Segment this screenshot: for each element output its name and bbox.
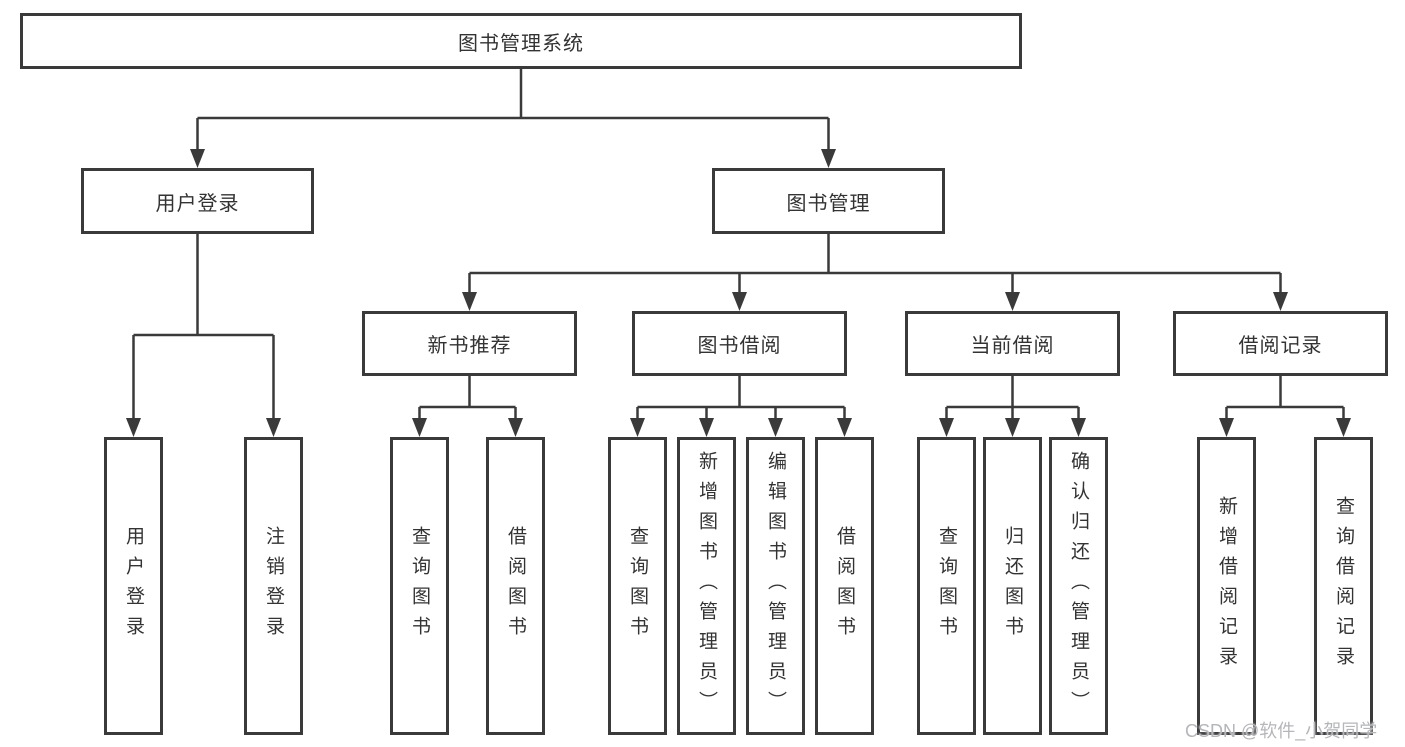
leaf-user-login: 用户登录 — [104, 437, 163, 735]
node-book-borrowing: 图书借阅 — [632, 311, 847, 376]
leaf-logout: 注销登录 — [244, 437, 303, 735]
leaf-logout-label: 注销登录 — [263, 526, 284, 646]
node-current-borrowing-label: 当前借阅 — [970, 335, 1055, 357]
leaf-query-borrow-record-label: 查询借阅记录 — [1333, 496, 1354, 676]
node-user-login-label: 用户登录 — [155, 192, 240, 215]
node-user-login: 用户登录 — [81, 168, 314, 234]
node-book-management-label: 图书管理 — [786, 192, 871, 215]
node-borrowing-records: 借阅记录 — [1173, 311, 1388, 376]
leaf-return-books-label: 归还图书 — [1002, 526, 1023, 646]
leaf-user-login-label: 用户登录 — [123, 526, 144, 646]
leaf-current-query-books: 查询图书 — [917, 437, 976, 735]
node-new-book-recommend: 新书推荐 — [362, 311, 577, 376]
leaf-confirm-return-admin: 确认归还（管理员） — [1049, 437, 1108, 735]
leaf-add-books-admin: 新增图书（管理员） — [677, 437, 736, 735]
arrowheads — [126, 149, 1351, 437]
leaf-recommend-query-books-label: 查询图书 — [409, 526, 430, 646]
node-borrowing-records-label: 借阅记录 — [1238, 335, 1323, 357]
leaf-edit-books-admin: 编辑图书（管理员） — [746, 437, 805, 735]
leaf-confirm-return-admin-label: 确认归还（管理员） — [1068, 451, 1089, 721]
leaf-recommend-query-books: 查询图书 — [390, 437, 449, 735]
node-book-management: 图书管理 — [712, 168, 945, 234]
leaf-borrow-books: 借阅图书 — [815, 437, 874, 735]
leaf-edit-books-admin-label: 编辑图书（管理员） — [765, 451, 786, 721]
leaf-recommend-borrow-books: 借阅图书 — [486, 437, 545, 735]
node-root-system: 图书管理系统 — [20, 13, 1022, 69]
leaf-recommend-borrow-books-label: 借阅图书 — [505, 526, 526, 646]
leaf-add-books-admin-label: 新增图书（管理员） — [696, 451, 717, 721]
leaf-add-borrow-record-label: 新增借阅记录 — [1216, 496, 1237, 676]
leaf-borrowing-query-books: 查询图书 — [608, 437, 667, 735]
csdn-watermark: CSDN @软件_小贺同学 — [1185, 721, 1378, 741]
leaf-borrow-books-label: 借阅图书 — [834, 526, 855, 646]
leaf-borrowing-query-books-label: 查询图书 — [627, 526, 648, 646]
node-new-book-recommend-label: 新书推荐 — [427, 335, 512, 357]
node-current-borrowing: 当前借阅 — [905, 311, 1120, 376]
leaf-query-borrow-record: 查询借阅记录 — [1314, 437, 1373, 735]
node-book-borrowing-label: 图书借阅 — [697, 335, 782, 357]
node-root-system-label: 图书管理系统 — [458, 32, 584, 55]
leaf-add-borrow-record: 新增借阅记录 — [1197, 437, 1256, 735]
leaf-return-books: 归还图书 — [983, 437, 1042, 735]
leaf-current-query-books-label: 查询图书 — [936, 526, 957, 646]
